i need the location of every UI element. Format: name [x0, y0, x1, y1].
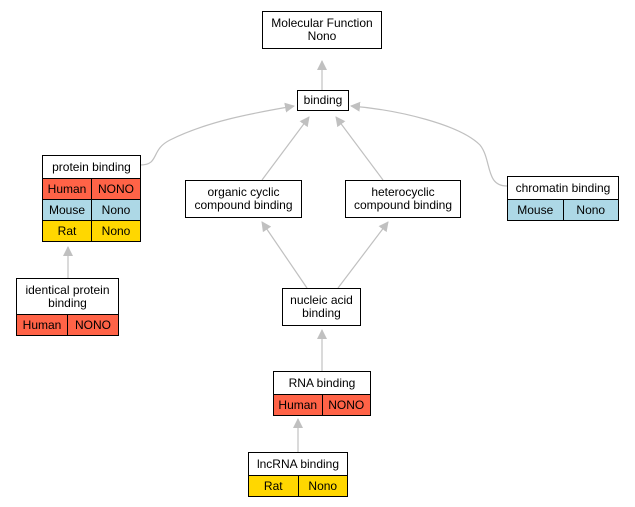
- node-molecular-function-root: Molecular Function Nono: [262, 11, 382, 49]
- edge-organic-cyclic-to-binding: [261, 116, 310, 181]
- species-cell: Mouse: [508, 200, 563, 220]
- node-label-line1: nucleic acid: [290, 293, 353, 307]
- node-label-line1: organic cyclic: [207, 185, 280, 199]
- node-organic-cyclic-compound-binding: organic cyclic compound binding: [185, 180, 302, 218]
- species-row-human: Human NONO: [274, 394, 370, 415]
- species-row-human: Human NONO: [43, 178, 140, 199]
- node-label-line2: compound binding: [194, 198, 293, 212]
- node-heterocyclic-compound-binding: heterocyclic compound binding: [345, 180, 461, 218]
- node-label-line2: Nono: [307, 29, 337, 43]
- species-row-mouse: Mouse Nono: [43, 199, 140, 220]
- species-row-rat: Rat Nono: [43, 220, 140, 241]
- edge-nucleic-to-heterocyclic: [337, 221, 389, 289]
- edge-heterocyclic-to-binding: [335, 116, 384, 181]
- node-binding: binding: [297, 90, 349, 111]
- node-rna-binding: RNA binding Human NONO: [273, 371, 371, 416]
- node-label-line1: heterocyclic: [371, 185, 435, 199]
- edge-nucleic-to-organic-cyclic: [261, 221, 308, 289]
- species-cell: Human: [274, 395, 322, 415]
- species-row-mouse: Mouse Nono: [508, 199, 618, 220]
- gene-cell: Nono: [91, 221, 140, 241]
- node-label-line2: binding: [302, 306, 341, 320]
- node-label: RNA binding: [288, 375, 356, 390]
- node-label-line2: compound binding: [353, 198, 453, 212]
- node-chromatin-binding: chromatin binding Mouse Nono: [507, 176, 619, 221]
- gene-cell: Nono: [297, 476, 347, 496]
- gene-cell: Nono: [91, 200, 140, 220]
- node-label: binding: [303, 93, 343, 107]
- node-label-line1: identical protein: [25, 282, 110, 297]
- species-row-rat: Rat Nono: [249, 475, 347, 496]
- gene-cell: NONO: [91, 179, 140, 199]
- node-identical-protein-binding: identical protein binding Human NONO: [16, 278, 119, 336]
- species-cell: Human: [43, 179, 91, 199]
- node-label: protein binding: [52, 159, 131, 174]
- node-nucleic-acid-binding: nucleic acid binding: [282, 288, 361, 326]
- species-cell: Mouse: [43, 200, 91, 220]
- node-label: chromatin binding: [515, 180, 611, 195]
- gene-cell: NONO: [321, 395, 370, 415]
- node-protein-binding: protein binding Human NONO Mouse Nono Ra…: [42, 155, 141, 242]
- node-label-line2: binding: [48, 295, 87, 310]
- edge-chromatin-binding-to-binding: [350, 101, 508, 187]
- gene-cell: NONO: [67, 315, 118, 335]
- node-label-line1: Molecular Function: [271, 16, 373, 30]
- species-row-human: Human NONO: [17, 314, 118, 335]
- species-cell: Human: [17, 315, 67, 335]
- node-lncrna-binding: lncRNA binding Rat Nono: [248, 452, 348, 497]
- gene-cell: Nono: [562, 200, 618, 220]
- node-label: lncRNA binding: [256, 456, 340, 471]
- species-cell: Rat: [249, 476, 298, 496]
- species-cell: Rat: [43, 221, 91, 241]
- edge-protein-binding-to-binding: [139, 102, 295, 166]
